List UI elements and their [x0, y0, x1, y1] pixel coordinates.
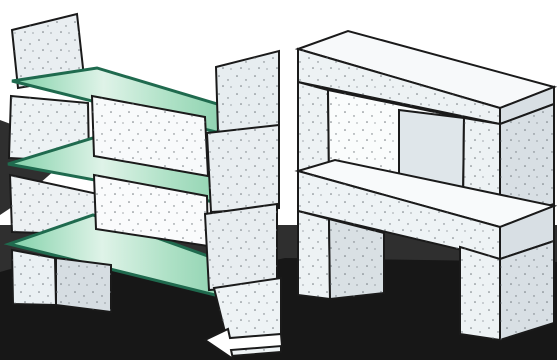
shelving-illustration — [0, 0, 557, 360]
illustration-scene — [0, 0, 557, 360]
